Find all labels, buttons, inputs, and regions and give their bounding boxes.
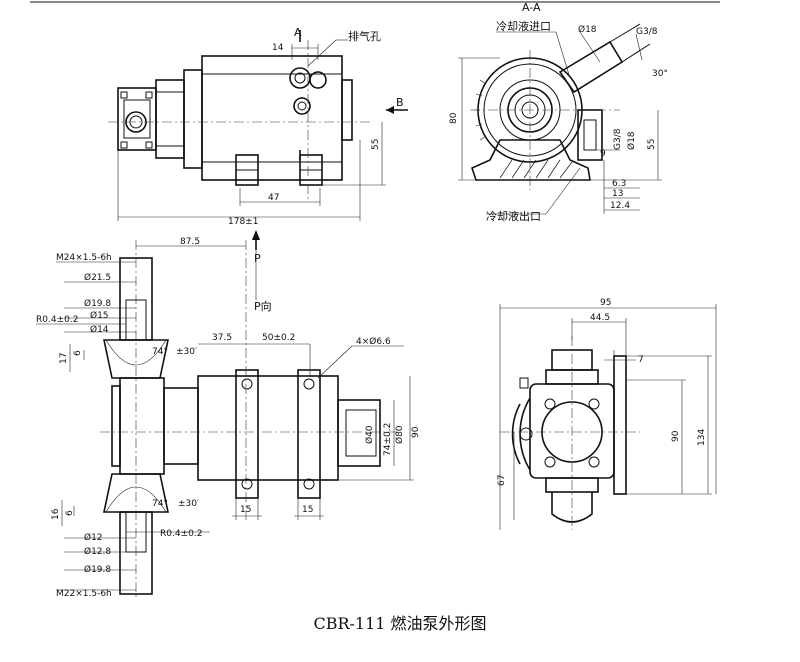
dim-m22-thread: M22×1.5-6h [56,589,112,599]
dim-g38-side: G3/8 [613,128,623,150]
dim-178: 178±1 [228,217,258,227]
dim-47: 47 [268,193,279,203]
dim-6-bottom: 6 [65,510,75,516]
dim-50: 50±0.2 [262,333,295,343]
view-section-aa [458,23,662,215]
dim-r0-4-top: R0.4±0.2 [36,315,78,325]
dim-37-5: 37.5 [212,333,232,343]
dim-16: 16 [51,508,61,520]
dim-phi15: Ø15 [90,310,109,321]
dim-phi18-top: Ø18 [578,24,597,35]
view-side-elevation [108,30,408,221]
dim-phi12-8: Ø12.8 [84,546,111,557]
dim-g38-top: G3/8 [636,27,658,37]
dim-95: 95 [600,298,611,308]
dim-87-5: 87.5 [180,237,200,247]
vent-hole-label: 排气孔 [348,29,381,43]
dim-phi40: Ø40 [364,425,375,444]
dim-55-left: 55 [371,139,381,150]
dim-phi21-5: Ø21.5 [84,272,111,283]
dim-phi19-8-top: Ø19.8 [84,298,111,309]
dim-14: 14 [272,43,284,53]
dim-phi12: Ø12 [84,532,103,543]
dim-m24-thread: M24×1.5-6h [56,253,112,263]
dim-15-right: 15 [302,505,313,515]
dim-74: 74±0.2 [383,423,393,456]
dim-134: 134 [697,429,707,446]
view-arrow-b: B [396,96,404,109]
dim-55-right: 55 [647,139,657,150]
dim-r0-4-bottom: R0.4±0.2 [160,529,202,539]
dim-30deg: 30° [652,69,668,79]
dim-15-left: 15 [240,505,251,515]
dim-80: 80 [449,112,459,124]
dim-phi80: Ø80 [394,425,405,444]
dim-pm30-top: ±30′ [176,347,197,357]
coolant-outlet-label: 冷却液出口 [486,209,541,223]
dim-6-top: 6 [73,350,83,356]
section-title-aa: A-A [522,1,541,14]
dim-44-5: 44.5 [590,313,610,323]
dim-pm30-bottom: ±30′ [178,499,199,509]
dim-6-3: 6.3 [612,179,626,189]
dim-13: 13 [612,189,623,199]
dim-12-4: 12.4 [610,201,630,211]
dim-90-left: 90 [411,426,421,438]
dim-4-holes: 4×Ø6.6 [356,336,391,347]
dim-90-right: 90 [671,430,681,442]
dim-74deg-bottom: 74° [152,499,168,509]
dim-phi18-side: Ø18 [626,131,637,150]
dim-67: 67 [497,475,507,486]
dim-74deg-top: 74° [152,347,168,357]
p-arrow-label: P [254,252,261,265]
dim-7: 7 [638,355,644,365]
dim-9: 9 [600,149,606,159]
drawing-caption: CBR-111 燃油泵外形图 [313,614,487,633]
dim-phi19-8-bottom: Ø19.8 [84,564,111,575]
p-view-label: P向 [254,299,272,313]
dim-17: 17 [59,353,69,364]
view-p-direction [499,304,717,530]
coolant-inlet-label: 冷却液进口 [496,19,551,33]
view-front-elevation [36,230,414,600]
dim-phi14: Ø14 [90,324,109,335]
section-mark-a: A [294,26,302,39]
